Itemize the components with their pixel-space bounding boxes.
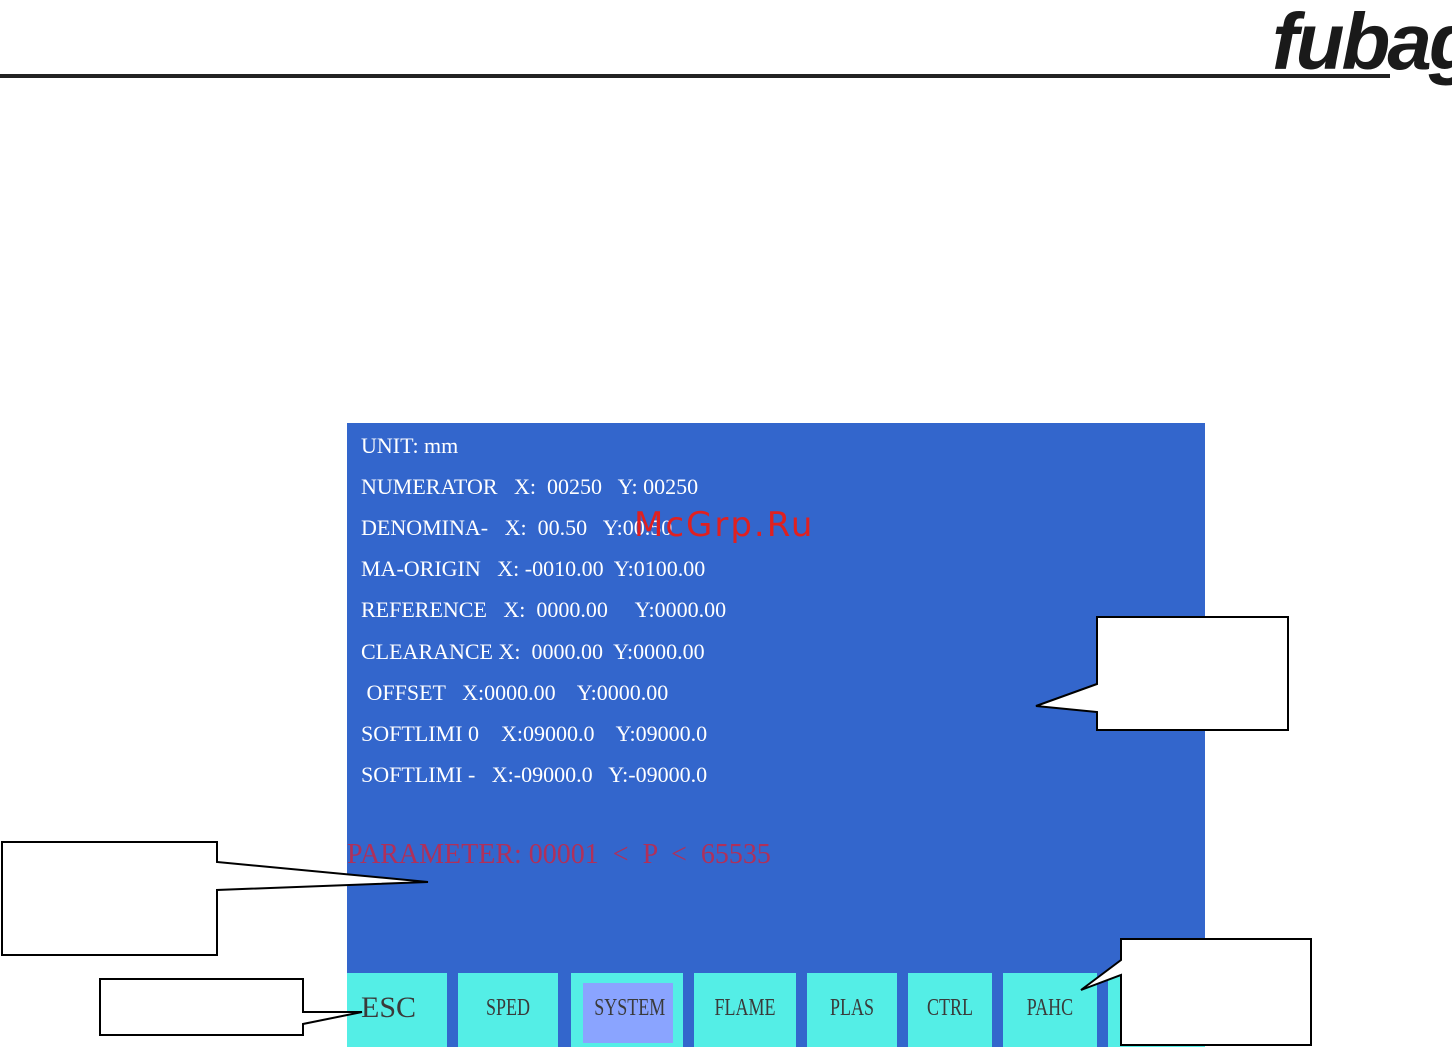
softkey-label: SPED: [485, 995, 531, 1021]
softkey-esc[interactable]: ESC: [347, 973, 447, 1047]
clearance-line: CLEARANCE X: 0000.00 Y:0000.00: [361, 639, 705, 664]
offset-line: OFFSET X:0000.00 Y:0000.00: [361, 680, 669, 705]
softkey-label: FLAME: [714, 995, 776, 1021]
softkey-active-highlight: [583, 983, 673, 1043]
softkey-bar: ESC SPED SYSTEM FLAME PLAS CTRL PAHC: [347, 973, 1205, 1047]
softlimit-plus-line: SOFTLIMI 0 X:09000.0 Y:09000.0: [361, 721, 708, 746]
callout-box-esc: [99, 978, 363, 1036]
softlimit-minus-line: SOFTLIMI - X:-09000.0 Y:-09000.0: [361, 762, 708, 787]
softkey-more[interactable]: [1108, 973, 1205, 1047]
fubag-logo: fubag: [1272, 0, 1452, 86]
softkey-ctrl[interactable]: CTRL: [908, 973, 992, 1047]
softkey-plas[interactable]: PLAS: [807, 973, 897, 1047]
softkey-label: PAHC: [1026, 995, 1074, 1021]
softkey-label: PLAS: [829, 995, 875, 1021]
header-divider: [0, 74, 1390, 78]
softkey-pahc[interactable]: PAHC: [1003, 973, 1097, 1047]
parameter-prompt[interactable]: PARAMETER: 00001 < P < 65535: [347, 839, 771, 870]
numerator-line: NUMERATOR X: 00250 Y: 00250: [361, 474, 699, 499]
denominator-line: DENOMINA- X: 00.50 Y:00.50: [361, 515, 673, 540]
unit-line: UNIT: mm: [361, 433, 459, 458]
softkey-label: CTRL: [926, 995, 974, 1021]
softkey-flame[interactable]: FLAME: [694, 973, 796, 1047]
softkey-label: ESC: [361, 991, 417, 1024]
softkey-system[interactable]: SYSTEM: [571, 973, 683, 1047]
softkey-sped[interactable]: SPED: [458, 973, 558, 1047]
softkey-label: SYSTEM: [594, 995, 666, 1021]
watermark: McGrp.Ru: [634, 505, 815, 545]
parameter-screen: UNIT: mm NUMERATOR X: 00250 Y: 00250 DEN…: [347, 423, 1205, 1047]
reference-line: REFERENCE X: 0000.00 Y:0000.00: [361, 597, 727, 622]
ma-origin-line: MA-ORIGIN X: -0010.00 Y:0100.00: [361, 556, 706, 581]
